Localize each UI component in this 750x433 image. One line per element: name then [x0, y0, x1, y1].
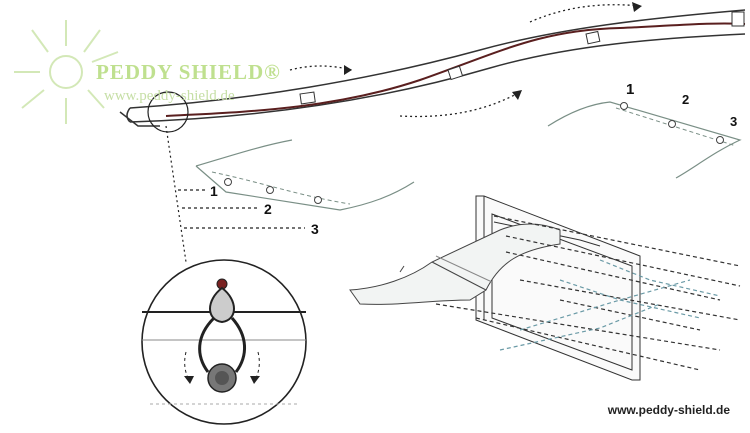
- sliding-panels: [349, 223, 561, 305]
- panel-edge-right: [547, 101, 742, 179]
- wall-track-assembly: [475, 195, 641, 381]
- dashed-track-lines: [435, 215, 741, 371]
- watermark-brand: PEDDY SHIELD®: [96, 60, 281, 85]
- left-callout-leaders: [178, 189, 305, 229]
- watermark-brand-text: PEDDY SHIELD: [96, 60, 265, 84]
- canopy-frame: [119, 9, 746, 127]
- left-callout-3: 3: [311, 221, 319, 237]
- footer-url: www.peddy-shield.de: [607, 403, 730, 417]
- left-callout-1: 1: [210, 183, 218, 199]
- detail-leader-line: [147, 91, 189, 263]
- arrowheads-icon: [344, 2, 642, 100]
- tension-cable: [165, 22, 746, 117]
- left-callout-2: 2: [264, 201, 272, 217]
- right-callout-3: 3: [730, 114, 737, 129]
- watermark-url: www.peddy-shield.de: [104, 88, 235, 104]
- right-callout-1: 1: [626, 81, 634, 98]
- panel-edge-left: [195, 139, 415, 211]
- detail-magnifier: [141, 259, 307, 425]
- frame-brackets: [299, 11, 745, 105]
- watermark-sun-icon: [14, 20, 119, 124]
- watermark-trademark: ®: [264, 60, 281, 84]
- motion-arrows: [289, 4, 641, 118]
- right-callout-2: 2: [682, 92, 689, 107]
